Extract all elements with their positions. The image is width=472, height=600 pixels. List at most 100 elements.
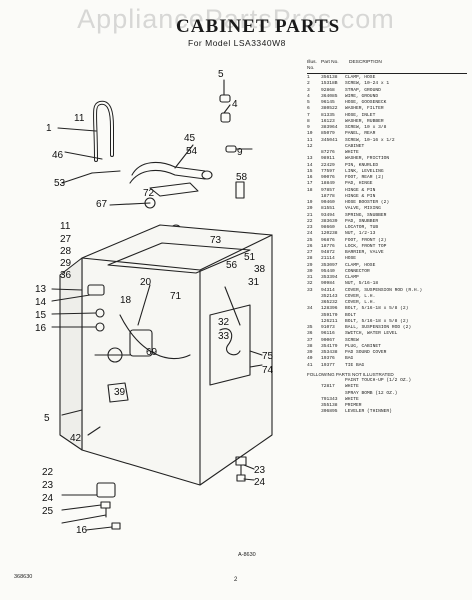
- description-cell: WIRE, GROUND: [345, 93, 379, 99]
- description-cell: WHITE: [345, 396, 359, 402]
- part-no-cell: 19376: [321, 356, 335, 362]
- description-cell: PAD SOUND COVER: [345, 350, 387, 355]
- callout: 20: [140, 277, 152, 288]
- illus-no-cell: 38: [307, 343, 313, 349]
- part-no-cell: 90067: [321, 337, 335, 343]
- callout: 1: [46, 123, 52, 134]
- part-no-cell: 98911: [321, 156, 335, 162]
- part-no-cell: 21114: [321, 256, 335, 262]
- callout: 54: [186, 146, 198, 157]
- illus-no-cell: 25: [307, 237, 313, 243]
- part-no-cell: 87276: [321, 150, 335, 155]
- description-cell: SPRING, SNUBBER: [345, 212, 387, 218]
- description-cell: BOLT: [345, 312, 357, 318]
- callout: 24: [254, 477, 266, 488]
- callout: 16: [35, 323, 47, 334]
- part-no-cell: 94872: [321, 250, 335, 255]
- callout: 11: [74, 113, 85, 124]
- illus-no-cell: 39: [307, 350, 313, 355]
- description-cell: PRIMER: [345, 403, 362, 408]
- part-no-cell: 19377: [321, 362, 335, 368]
- description-cell: LINK, LEVELING: [345, 168, 384, 174]
- part-no-cell: 353394: [321, 275, 338, 280]
- part-no-cell: 353438: [321, 350, 338, 355]
- description-cell: HOSE, INLET: [345, 112, 376, 118]
- part-no-cell: 81551: [321, 206, 335, 212]
- part-no-cell: 355138: [321, 403, 338, 408]
- header-rule: [307, 73, 467, 74]
- part-no-cell: 120238: [321, 231, 338, 237]
- part-no-cell: 95440: [321, 268, 335, 274]
- callout: 33: [218, 331, 230, 342]
- illus-no-cell: 21: [307, 212, 313, 218]
- illus-no-cell: 1: [307, 75, 310, 80]
- description-cell: SCREW, 10-16 x 1/2: [345, 137, 395, 143]
- footer-code: 368630: [14, 574, 33, 580]
- callout: 36: [60, 270, 72, 281]
- part-no-cell: 359170: [321, 312, 338, 318]
- illus-no-cell: 37: [307, 337, 313, 343]
- part-no-cell: 352143: [321, 293, 338, 299]
- illus-no-cell: 16: [307, 175, 313, 180]
- illus-no-cell: 23: [307, 225, 313, 230]
- header-part-no: Part No.: [321, 60, 339, 65]
- page-title: CABINET PARTS: [176, 16, 341, 37]
- description-cell: BOLT, 5/16-18 x 5/8 (2): [345, 306, 409, 312]
- part-no-cell: 96116: [321, 331, 335, 337]
- page-number: 2: [234, 577, 238, 583]
- description-cell: BALL, SUSPENSION ROD (2): [345, 325, 412, 330]
- illus-no-cell: 6: [307, 106, 310, 112]
- description-cell: STRAP, GROUND: [345, 87, 381, 93]
- part-no-cell: 96145: [321, 100, 335, 105]
- callout: 56: [226, 260, 238, 271]
- part-no-cell: 18849: [321, 181, 335, 187]
- illus-no-cell: 34: [307, 306, 313, 312]
- illus-no-cell: 30: [307, 268, 313, 274]
- description-cell: VALVE, MIXING: [345, 206, 381, 212]
- part-no-cell: 353097: [321, 262, 338, 268]
- callout: 5: [218, 69, 224, 80]
- description-cell: COVER, L.H.: [345, 300, 376, 305]
- description-cell: FOOT, REAR (2): [345, 175, 384, 180]
- part-no-cell: 345041: [321, 137, 338, 143]
- description-cell: NUT, 5/16-18: [345, 281, 379, 287]
- description-cell: CLAMP, HOSE: [345, 75, 376, 80]
- part-no-cell: 16123: [321, 118, 335, 124]
- description-cell: SCREW, 10-24 x 1: [345, 81, 390, 87]
- parts-list-header: Illus. No. Part No. DESCRIPTION: [307, 60, 467, 72]
- illus-no-cell: 22: [307, 218, 313, 224]
- part-no-cell: 364085: [321, 93, 338, 99]
- part-no-cell: 126211: [321, 318, 338, 324]
- callout: 75: [262, 351, 274, 362]
- description-cell: PAD, HINGE: [345, 181, 373, 187]
- description-cell: NUT, 1/2-13: [345, 231, 376, 237]
- description-cell: WASHER, RUBBER: [345, 118, 384, 124]
- callout: 27: [60, 234, 72, 245]
- callout: 9: [237, 147, 243, 158]
- description-cell: CABINET: [345, 143, 365, 149]
- description-cell: FOOT, FRONT (2): [345, 237, 387, 243]
- callout: 39: [114, 387, 126, 398]
- callout: 42: [70, 433, 82, 444]
- part-no-cell: 72817: [321, 384, 335, 390]
- callout: 23: [42, 480, 54, 491]
- not-illustrated-row: 355138 PRIMER: [307, 403, 467, 409]
- illus-no-cell: 3: [307, 87, 310, 93]
- not-illustrated-title: FOLLOWING PARTS NOT ILLUSTRATED: [307, 371, 394, 377]
- callout: 24: [42, 493, 54, 504]
